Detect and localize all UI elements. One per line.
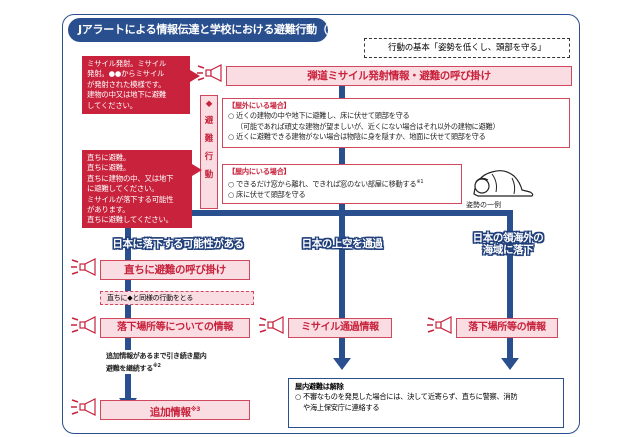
basic-action-box: 行動の基本「姿勢を低くし、頭部を守る」 (364, 38, 570, 58)
action-char: 行 (204, 152, 214, 162)
callout-line: ミサイルが落下する可能性 (87, 194, 174, 204)
callout-line: 建物の中又は地下に避難 (87, 90, 167, 100)
branch-heading-overseas: 日本の領海外の 海域に落下 (472, 232, 544, 256)
page-title: Jアラートによる情報伝達と学校における避難行動（例） (68, 18, 349, 42)
branch-heading-japan-over: 日本の上空を通過 (301, 238, 383, 250)
arrowhead-right (501, 358, 519, 370)
landing-info-right-bar: 落下場所等の情報 (456, 318, 558, 338)
callout-line: に避難してください。 (87, 184, 159, 194)
speaker-icon (71, 258, 96, 276)
indoor-action-box: 【屋内にいる場合】 ○ できるだけ窓から離れ、できれば窓のない部屋に移動する※1… (222, 164, 462, 204)
callout-line: 直ちに避難してください。 (87, 215, 173, 225)
crouching-posture-icon (473, 170, 534, 197)
flow-line-left (125, 210, 131, 400)
posture-caption: 姿勢の一例 (466, 201, 501, 209)
arrowhead-center (333, 358, 351, 370)
callout-line: が発射された模様です。 (87, 79, 166, 89)
speaker-icon (71, 398, 96, 416)
diamond-icon: ◆ (205, 99, 213, 109)
indoor-release-line: ○ 不審なものを発見した場合には、決して近寄らず、直ちに警察、消防 (295, 392, 518, 402)
indoor-line: ○ できるだけ窓から離れ、できれば窓のない部屋に移動する※1 (228, 179, 424, 189)
indoor-release-heading: 屋内避難は解除 (295, 382, 344, 391)
callout-launch-message: ミサイル発射。ミサイル 発射。●●からミサイル が発射された模様です。 建物の中… (82, 56, 200, 114)
landing-info-left-bar: 落下場所等についての情報 (100, 318, 250, 338)
outdoor-line: ○ 近くの建物の中や地下に避難し、床に伏せて頭部を守る (228, 111, 410, 121)
callout-line: 直ちに避難。 (87, 153, 131, 162)
branch-heading-japan-possible: 日本に落下する可能性がある (112, 238, 244, 250)
speaker-icon (71, 316, 96, 334)
callout-line: ミサイル発射。ミサイル (87, 59, 167, 68)
flow-line-branch (125, 210, 513, 216)
callout-line: してください。 (87, 100, 137, 110)
flow-line-right (507, 210, 513, 360)
callout-line: 発射。●●からミサイル (87, 69, 165, 79)
outdoor-line: （可能であれば頑丈な建物が望ましいが、近くにない場合はそれ以外の建物に避難） (236, 121, 500, 131)
action-char: 難 (204, 134, 214, 144)
indoor-release-box: 屋内避難は解除 ○ 不審なものを発見した場合には、決して近寄らず、直ちに警察、消… (288, 378, 564, 428)
speaker-icon (197, 64, 222, 82)
flow-line-main (339, 86, 345, 214)
callout-line: があります。 (87, 205, 130, 215)
flow-line-center (339, 210, 345, 360)
additional-info-bar: 追加情報※3 (100, 400, 250, 420)
evacuation-action-label: ◆ 避 難 行 動 (200, 95, 218, 209)
action-char: 避 (204, 116, 214, 126)
indoor-line: ○ 床に伏せて頭部を守る (228, 190, 306, 200)
indoor-heading: 【屋内にいる場合】 (228, 167, 291, 176)
continue-evacuation-note: 追加情報があるまで引き続き屋内 避難を継続する※2 (104, 350, 209, 375)
outdoor-action-box: 【屋外にいる場合】 ○ 近くの建物の中や地下に避難し、床に伏せて頭部を守る （可… (222, 98, 570, 148)
outdoor-heading: 【屋外にいる場合】 (228, 101, 291, 110)
callout-line: 直ちに建物の中、又は地下 (87, 173, 174, 183)
passing-info-bar: ミサイル通過情報 (288, 318, 392, 338)
indoor-release-line: や海上保安庁に連絡する (303, 402, 380, 412)
launch-alert-bar: 弾道ミサイル発射情報・避難の呼び掛け (226, 66, 572, 86)
callout-line: 直ちに避難。 (87, 163, 131, 173)
action-char: 動 (204, 170, 214, 180)
speaker-icon (259, 316, 284, 334)
immediate-evacuation-bar: 直ちに避難の呼び掛け (100, 260, 250, 280)
outdoor-line: ○ 近くに避難できる建物がない場合は物陰に身を隠すか、地面に伏せて頭部を守る (228, 132, 486, 142)
callout-immediate-message: 直ちに避難。 直ちに避難。 直ちに建物の中、又は地下 に避難してください。 ミサ… (82, 150, 202, 228)
same-action-note: 直ちに◆と同様の行動をとる (100, 291, 254, 305)
speaker-icon (427, 316, 452, 334)
